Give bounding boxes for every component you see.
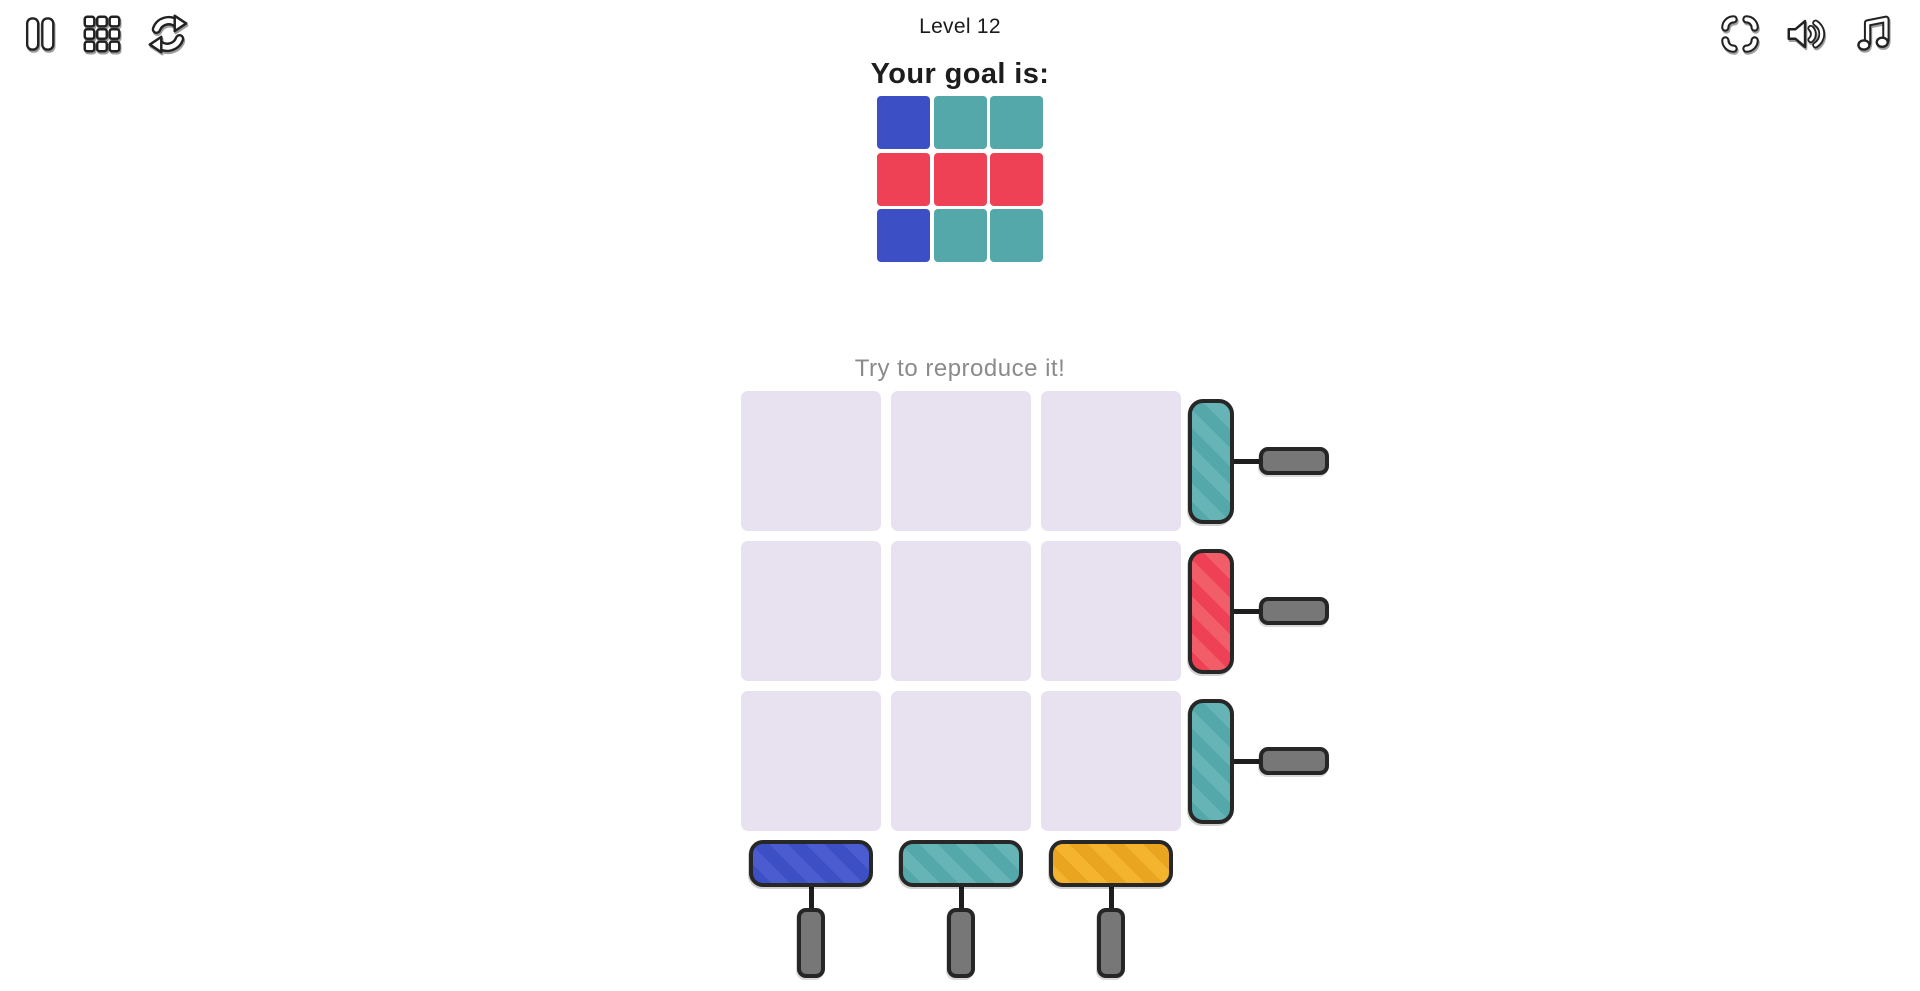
goal-cell-teal <box>990 209 1043 262</box>
goal-cell-blue <box>877 209 930 262</box>
col-injector-piece-blue[interactable] <box>749 840 873 887</box>
row-injector-rod <box>1234 608 1259 614</box>
goal-cell-red <box>933 152 987 206</box>
board-hint: Try to reproduce it! <box>854 355 1066 382</box>
level-grid-icon <box>83 15 121 53</box>
goal-cell-blue <box>877 96 930 149</box>
goal-cell-teal <box>933 96 987 149</box>
board-cell <box>741 391 881 531</box>
row-injector-handle[interactable] <box>1259 747 1329 775</box>
board-cell <box>891 541 1031 681</box>
col-injector-piece-yellow[interactable] <box>1049 840 1173 887</box>
col-injector-piece-teal[interactable] <box>899 840 1023 887</box>
board-cell <box>1041 391 1181 531</box>
col-injector-rod <box>808 887 814 908</box>
board-cell <box>741 691 881 831</box>
pause-button[interactable] <box>16 8 64 60</box>
row-injector-piece-red[interactable] <box>1188 548 1234 674</box>
goal-cell-red <box>877 152 930 206</box>
fullscreen-button[interactable] <box>1716 8 1764 60</box>
row-injector-rod <box>1234 758 1259 764</box>
row-injector-teal <box>1188 691 1333 831</box>
restart-button[interactable] <box>144 8 192 60</box>
level-select-button[interactable] <box>78 8 126 60</box>
music-icon <box>1857 15 1890 51</box>
board-cell <box>891 691 1031 831</box>
row-injector-handle[interactable] <box>1259 447 1329 475</box>
row-injector-rod <box>1234 458 1259 464</box>
board-grid <box>741 391 1181 831</box>
row-injector-red <box>1188 541 1333 681</box>
goal-label: Your goal is: <box>870 58 1050 90</box>
row-injector-handle[interactable] <box>1259 597 1329 625</box>
pause-icon <box>25 17 55 51</box>
col-injector-blue <box>749 840 873 980</box>
col-injector-teal <box>899 840 1023 980</box>
col-injector-handle[interactable] <box>947 908 975 978</box>
goal-grid <box>877 96 1043 262</box>
goal-cell-teal <box>933 209 987 262</box>
restart-icon <box>148 14 188 54</box>
level-title: Level 12 <box>919 15 1001 38</box>
board-cell <box>1041 541 1181 681</box>
sound-button[interactable] <box>1782 8 1830 60</box>
col-injector-rod <box>958 887 964 908</box>
sound-icon <box>1787 19 1826 49</box>
goal-cell-teal <box>990 96 1043 149</box>
board-cell <box>891 391 1031 531</box>
row-injector-piece-teal[interactable] <box>1188 398 1234 524</box>
row-injector-piece-teal[interactable] <box>1188 698 1234 824</box>
board-cell <box>741 541 881 681</box>
fullscreen-icon <box>1721 15 1759 53</box>
goal-cell-red <box>990 152 1043 206</box>
row-injector-teal <box>1188 391 1333 531</box>
col-injector-yellow <box>1049 840 1173 980</box>
col-injector-handle[interactable] <box>1097 908 1125 978</box>
music-button[interactable] <box>1850 8 1898 60</box>
col-injector-rod <box>1108 887 1114 908</box>
board-cell <box>1041 691 1181 831</box>
col-injector-handle[interactable] <box>797 908 825 978</box>
